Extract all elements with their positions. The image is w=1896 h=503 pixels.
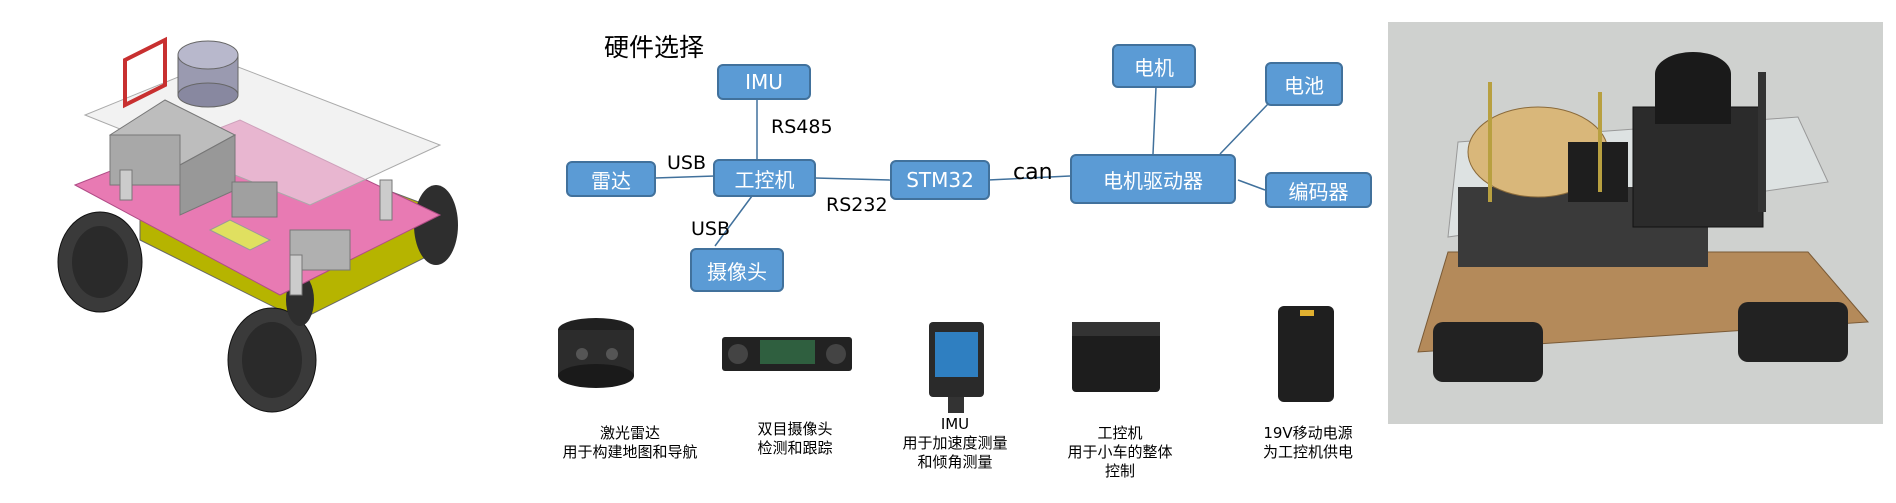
- edge-label-rs232: RS232: [826, 194, 888, 216]
- edge-stm32-driver: [987, 175, 1071, 181]
- node-battery: 电池: [1265, 62, 1343, 106]
- node-imu: IMU: [717, 64, 811, 100]
- edge-camera-ipc: [714, 195, 753, 247]
- robot-photo: [1388, 22, 1883, 424]
- edge-label-usb-radar: USB: [667, 152, 707, 174]
- node-motor: 电机: [1112, 44, 1196, 88]
- diagram-title: 硬件选择: [604, 33, 705, 62]
- edge-label-can: can: [1013, 160, 1053, 185]
- caption-power-bank: 19V移动电源为工控机供电: [1262, 424, 1353, 461]
- caption-lidar: 激光雷达用于构建地图和导航: [562, 424, 698, 461]
- caption-ipc: 工控机用于小车的整体控制: [1067, 424, 1173, 480]
- edge-radar-ipc: [654, 175, 716, 179]
- node-encoder: 编码器: [1265, 172, 1372, 208]
- edge-driver-motor: [1152, 86, 1157, 155]
- power-bank-image: [1278, 306, 1334, 402]
- ipc-box-image: [1072, 322, 1160, 392]
- node-stm32: STM32: [890, 160, 990, 200]
- node-radar: 雷达: [566, 161, 656, 197]
- node-camera: 摄像头: [690, 248, 784, 292]
- edge-ipc-stm32: [814, 177, 891, 181]
- imu-module-image: [929, 322, 984, 413]
- edge-driver-battery: [1219, 103, 1269, 155]
- lidar-image: [558, 318, 634, 388]
- node-ipc: 工控机: [713, 159, 816, 197]
- node-motor-driver: 电机驱动器: [1070, 154, 1236, 204]
- edge-driver-encoder: [1237, 179, 1266, 191]
- edge-label-rs485: RS485: [771, 116, 833, 138]
- stereo-camera-image: [722, 337, 852, 371]
- edge-label-usb-camera: USB: [691, 218, 731, 240]
- caption-stereo-camera: 双目摄像头检测和跟踪: [757, 420, 833, 457]
